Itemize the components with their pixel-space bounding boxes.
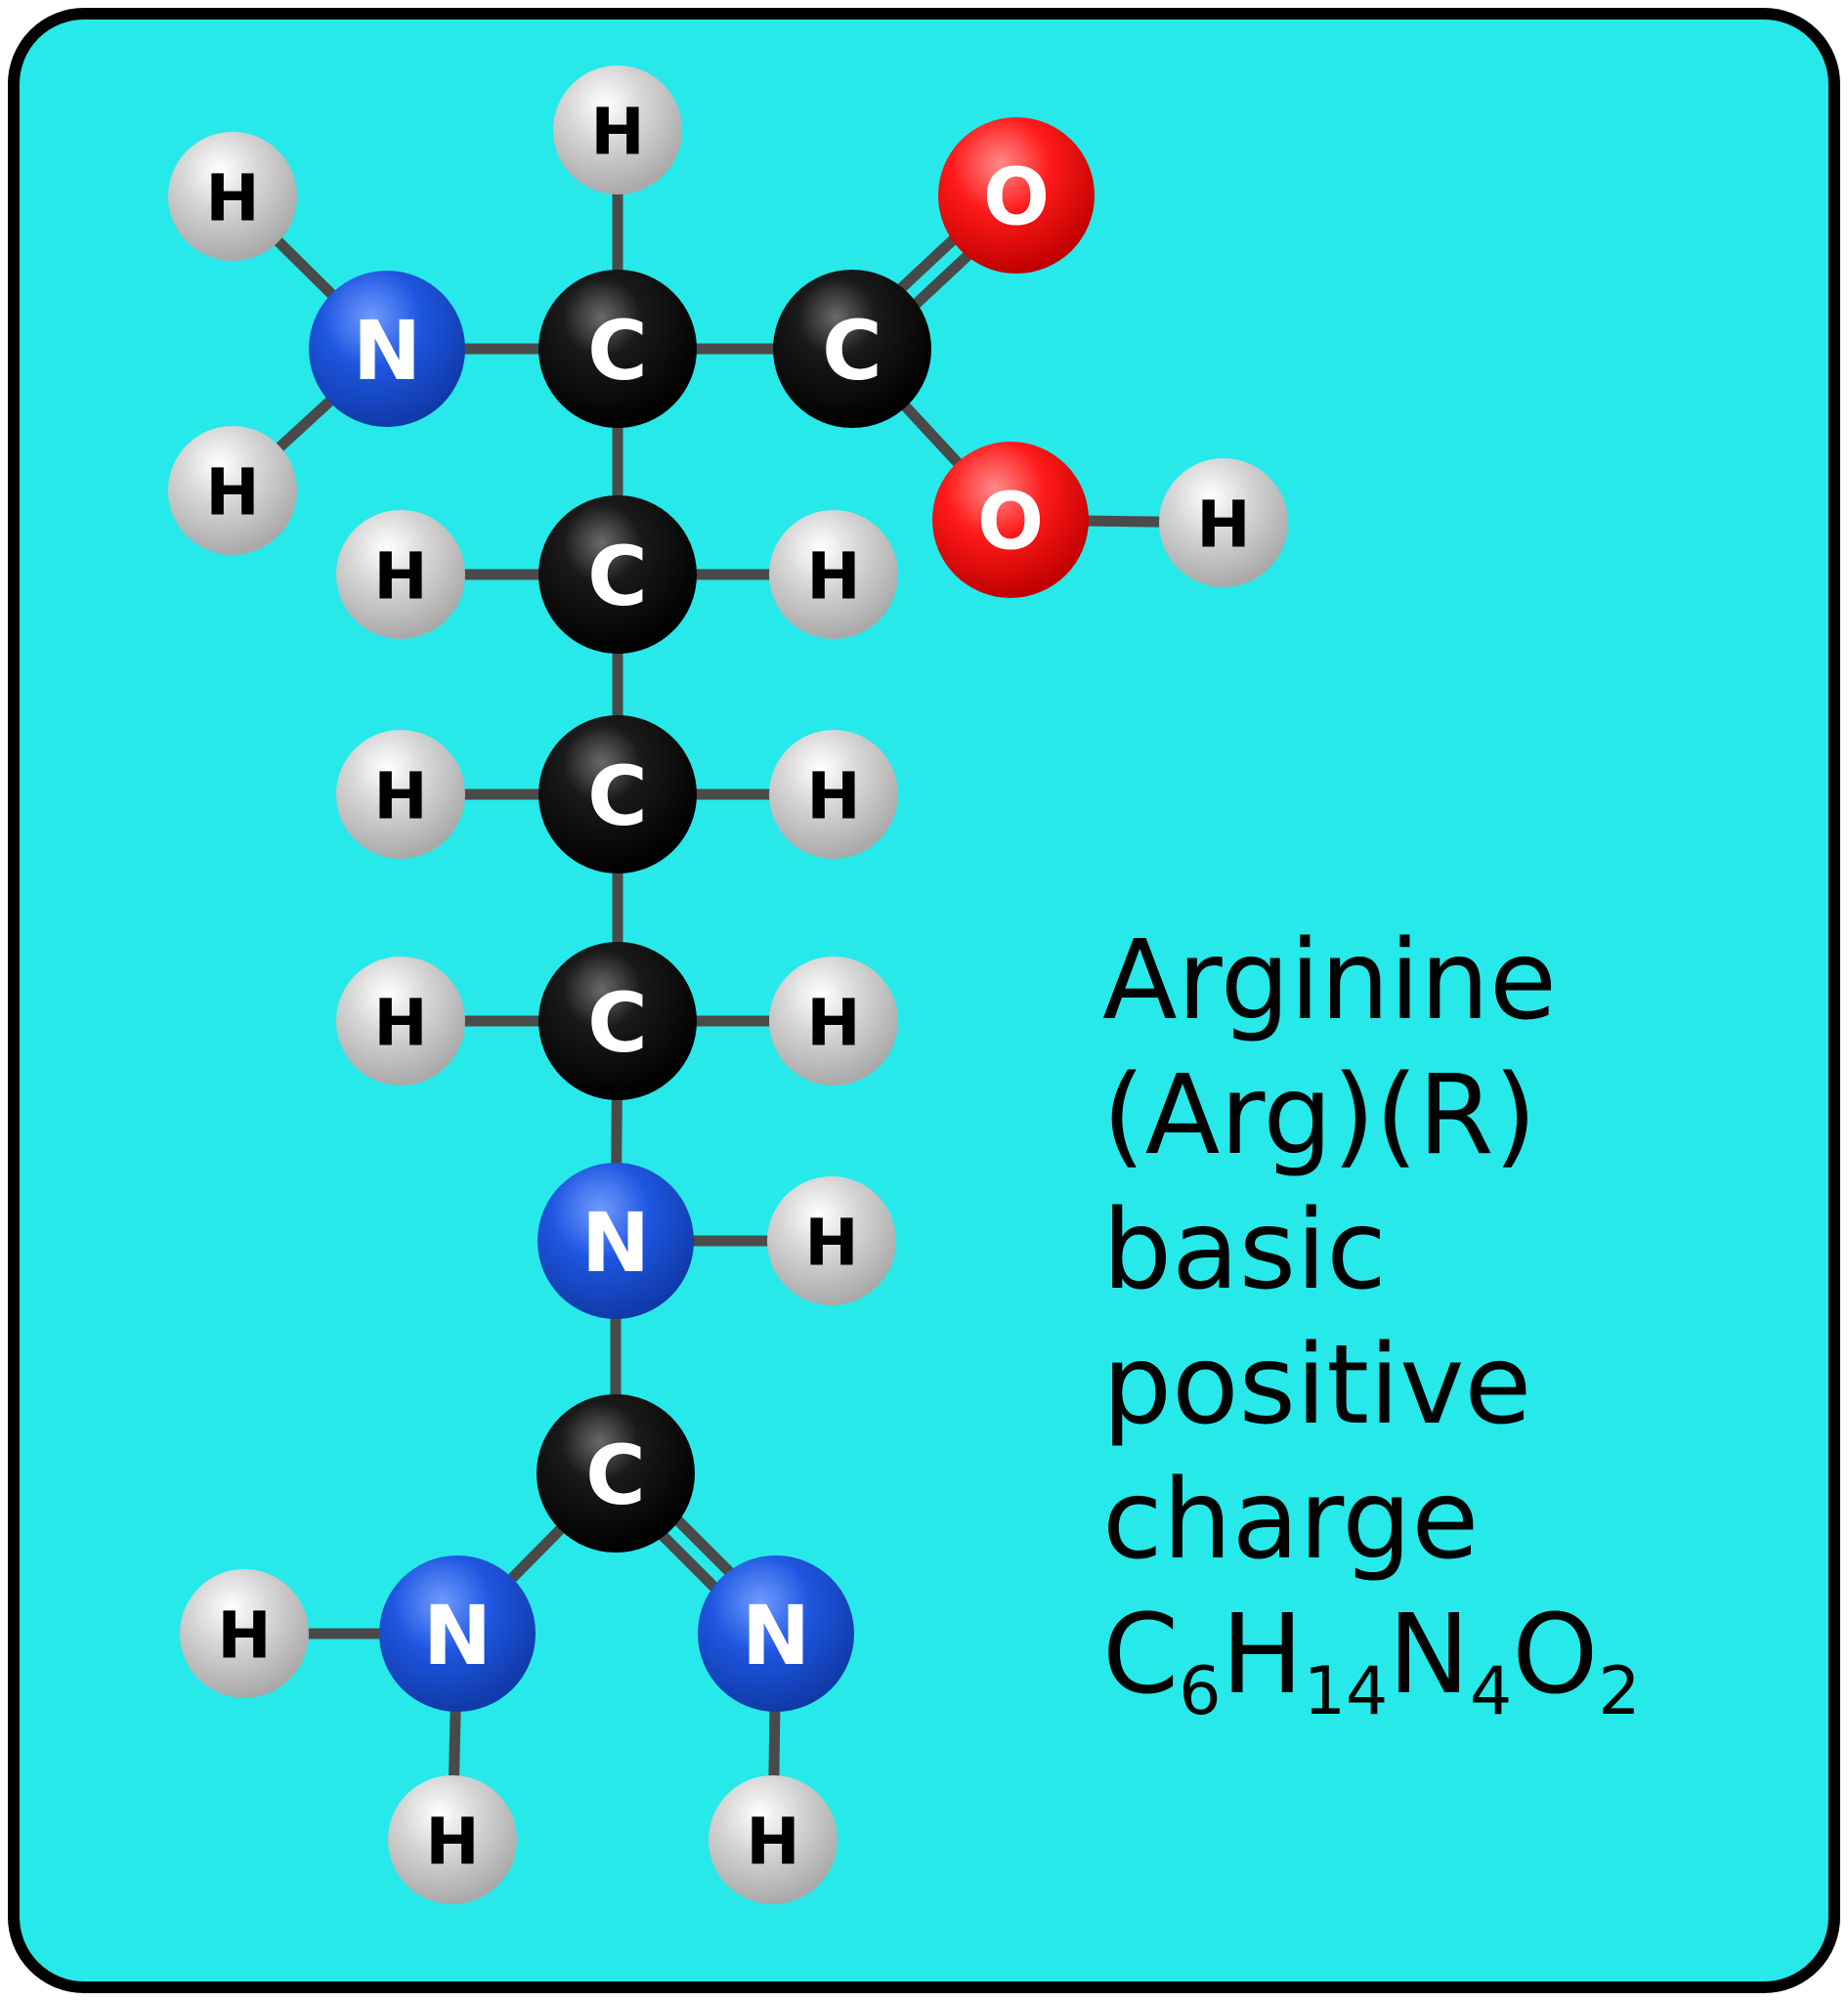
formula-nitrogen-count: 4: [1470, 1653, 1513, 1730]
atom-h_amino_2: H: [168, 426, 297, 555]
formula-carbon: C: [1102, 1592, 1180, 1719]
molecule-property-3: charge: [1102, 1457, 1480, 1584]
atom-label: C: [587, 975, 648, 1071]
atom-sphere-n: [698, 1555, 854, 1712]
atom-label: H: [205, 161, 259, 236]
atom-h_beta_r: H: [769, 510, 898, 639]
atom-label: C: [587, 303, 648, 399]
atom-label: N: [353, 303, 421, 399]
formula-oxygen-count: 2: [1598, 1653, 1641, 1730]
atom-sphere-c: [538, 270, 697, 428]
atom-h_delta_l: H: [336, 957, 465, 1086]
atom-sphere-c: [773, 270, 931, 428]
atom-h_eta_1b: H: [388, 1775, 517, 1904]
atom-h_gamma_l: H: [336, 730, 465, 859]
atom-h_alpha: H: [553, 65, 682, 194]
atom-sphere-h: [168, 132, 297, 261]
atom-label: H: [804, 1206, 858, 1281]
atom-h_amino_1: H: [168, 132, 297, 261]
atom-sphere-c: [538, 942, 697, 1100]
formula-hydrogen: H: [1221, 1592, 1304, 1719]
atom-n_amino: N: [309, 271, 465, 427]
atom-sphere-c: [538, 715, 697, 873]
atom-c_carboxyl: C: [773, 270, 931, 428]
atom-sphere-h: [168, 426, 297, 555]
atom-h_eta_2: H: [709, 1775, 838, 1904]
atom-sphere-h: [769, 957, 898, 1086]
atom-sphere-h: [1159, 458, 1288, 587]
atom-c_gamma: C: [538, 715, 697, 873]
atom-sphere-h: [180, 1569, 309, 1698]
atom-label: H: [217, 1598, 271, 1674]
atom-h_hydroxyl: H: [1159, 458, 1288, 587]
formula-oxygen: O: [1512, 1592, 1599, 1719]
atom-label: C: [585, 1427, 646, 1523]
molecule-name: Arginine: [1102, 917, 1557, 1044]
atom-label: H: [806, 759, 860, 834]
atom-label: H: [373, 759, 427, 834]
atom-label: C: [587, 748, 648, 844]
atom-sphere-h: [388, 1775, 517, 1904]
atom-n_eta_1: N: [379, 1555, 536, 1712]
atom-label: O: [983, 152, 1050, 243]
formula-nitrogen: N: [1388, 1592, 1470, 1719]
atom-o_hydroxyl: O: [932, 442, 1089, 598]
atom-sphere-c: [537, 1394, 695, 1553]
molecular-formula: C6H14N4O2: [1102, 1588, 1641, 1725]
card-frame: [8, 8, 1840, 1993]
atom-sphere-n: [537, 1163, 694, 1319]
atom-sphere-h: [767, 1176, 896, 1305]
atom-label: H: [806, 539, 860, 615]
atom-label: H: [1196, 488, 1250, 563]
atom-c_guan: C: [537, 1394, 695, 1553]
atom-sphere-c: [538, 495, 697, 654]
atom-c_beta: C: [538, 495, 697, 654]
atom-label: H: [373, 986, 427, 1061]
atom-label: H: [205, 455, 259, 531]
atom-label: C: [822, 303, 882, 399]
atom-label: N: [581, 1195, 650, 1291]
atom-n_eta_2: N: [698, 1555, 854, 1712]
atom-label: H: [746, 1805, 799, 1880]
atom-sphere-o: [938, 117, 1095, 274]
atom-label: H: [373, 539, 427, 615]
atom-label: N: [742, 1588, 810, 1683]
atom-h_eta_1a: H: [180, 1569, 309, 1698]
atom-c_delta: C: [538, 942, 697, 1100]
formula-carbon-count: 6: [1179, 1653, 1222, 1730]
atom-label: O: [977, 477, 1044, 568]
atom-sphere-h: [553, 65, 682, 194]
atom-h_delta_r: H: [769, 957, 898, 1086]
atom-label: H: [425, 1805, 479, 1880]
atom-sphere-h: [769, 730, 898, 859]
atom-h_epsilon: H: [767, 1176, 896, 1305]
molecule-property-1: basic: [1102, 1187, 1387, 1314]
atom-label: H: [806, 986, 860, 1061]
atom-label: C: [587, 529, 648, 624]
atom-sphere-n: [309, 271, 465, 427]
molecule-caption: Arginine (Arg)(R) basic positive charge …: [1102, 914, 1641, 1725]
molecule-abbreviation: (Arg)(R): [1102, 1052, 1537, 1179]
atom-sphere-h: [336, 730, 465, 859]
atom-h_beta_l: H: [336, 510, 465, 639]
atom-c_alpha: C: [538, 270, 697, 428]
atom-sphere-h: [336, 510, 465, 639]
atom-label: N: [423, 1588, 492, 1683]
atom-sphere-h: [336, 957, 465, 1086]
atom-sphere-h: [709, 1775, 838, 1904]
molecule-property-2: positive: [1102, 1322, 1532, 1449]
formula-hydrogen-count: 14: [1303, 1653, 1389, 1730]
atom-label: H: [590, 95, 644, 170]
atom-n_epsilon: N: [537, 1163, 694, 1319]
atom-o_double: O: [938, 117, 1095, 274]
atom-sphere-o: [932, 442, 1089, 598]
atom-h_gamma_r: H: [769, 730, 898, 859]
atom-sphere-h: [769, 510, 898, 639]
atom-sphere-n: [379, 1555, 536, 1712]
